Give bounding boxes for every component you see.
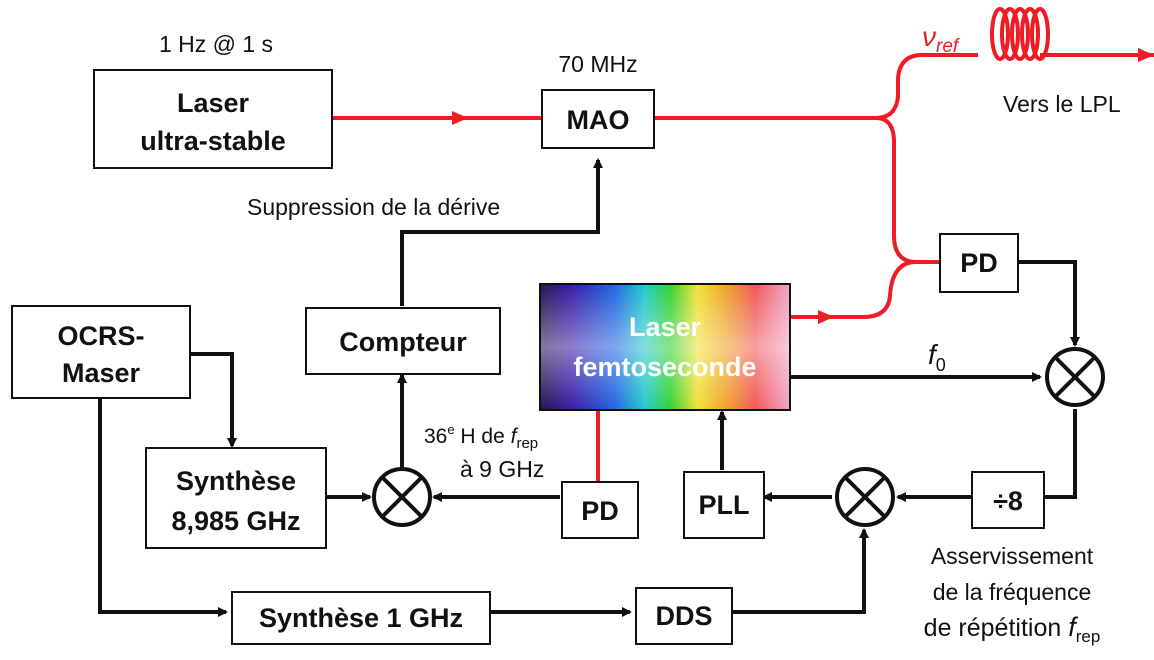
harmonic-label-line1: 36e H de frep — [424, 422, 538, 452]
laser-ultrastable-block: Laser ultra-stable — [93, 69, 333, 169]
mao-frequency-annotation: 70 MHz — [558, 51, 637, 77]
synth-1ghz-block: Synthèse 1 GHz — [231, 591, 491, 645]
divider-label: ÷8 — [993, 486, 1023, 516]
mixer-icon — [835, 467, 895, 527]
mixer-to-divider-line — [1044, 409, 1077, 499]
dds-block: DDS — [635, 587, 733, 645]
electrical-paths — [98, 158, 1080, 617]
mao-block: MAO — [541, 89, 655, 149]
synth-8985-label-line1: Synthèse — [176, 466, 296, 496]
synth-8985-block: Synthèse 8,985 GHz — [145, 447, 327, 549]
arrow-icon — [1138, 48, 1154, 62]
synth-8985-label-line2: 8,985 GHz — [171, 506, 300, 536]
synth-1ghz-label: Synthèse 1 GHz — [259, 603, 463, 633]
compteur-label: Compteur — [339, 327, 467, 357]
pd-top-label: PD — [960, 248, 998, 278]
pd-top-block: PD — [939, 233, 1019, 293]
mixer-icon — [1045, 347, 1105, 407]
vers-lpl-label: Vers le LPL — [1003, 91, 1121, 117]
splitter-to-pd-beam — [875, 116, 940, 264]
laser-ultrastable-label-line2: ultra-stable — [140, 126, 286, 156]
nu-ref-label: νref — [922, 21, 960, 57]
pd-bottom-label: PD — [581, 496, 619, 526]
femto-label-line2: femtoseconde — [573, 352, 756, 382]
dds-to-mixer-line — [732, 528, 869, 614]
stability-annotation: 1 Hz @ 1 s — [159, 31, 273, 57]
pll-block: PLL — [683, 471, 765, 539]
femto-laser-block: Laser femtoseconde — [539, 283, 791, 411]
fiber-coil-icon — [958, 7, 1082, 61]
pd-bottom-block: PD — [561, 481, 639, 539]
pd-to-mixer-top-line — [1018, 260, 1080, 347]
arrow-icon — [452, 111, 468, 125]
maser-to-synth-line — [190, 352, 237, 448]
maser-block: OCRS- Maser — [11, 305, 191, 399]
laser-ultrastable-label-line1: Laser — [177, 88, 250, 118]
femto-label-line1: Laser — [629, 312, 702, 342]
asserv-label-line2: de la fréquence — [933, 579, 1092, 605]
mao-to-splitter-beam — [655, 53, 958, 120]
maser-to-synth1g-line — [98, 398, 228, 617]
maser-label-line2: Maser — [62, 358, 141, 388]
maser-label-line1: OCRS- — [58, 321, 145, 351]
harmonic-label-line2: à 9 GHz — [460, 456, 544, 482]
suppression-label: Suppression de la dérive — [247, 194, 500, 220]
femto-to-pd-beam — [790, 260, 917, 319]
arrow-icon — [818, 310, 834, 324]
optical-paths — [333, 48, 1154, 482]
f0-label: f0 — [928, 339, 946, 375]
compteur-block: Compteur — [305, 307, 501, 375]
pll-label: PLL — [699, 490, 750, 520]
asserv-label-line1: Asservissement — [931, 543, 1094, 569]
mao-label: MAO — [567, 105, 630, 135]
compteur-to-mao-line — [400, 158, 603, 306]
dds-label: DDS — [655, 601, 712, 631]
asserv-label-line3: de répétition frep — [924, 612, 1101, 646]
mixer-icon — [372, 467, 432, 527]
divider-block: ÷8 — [971, 471, 1045, 529]
